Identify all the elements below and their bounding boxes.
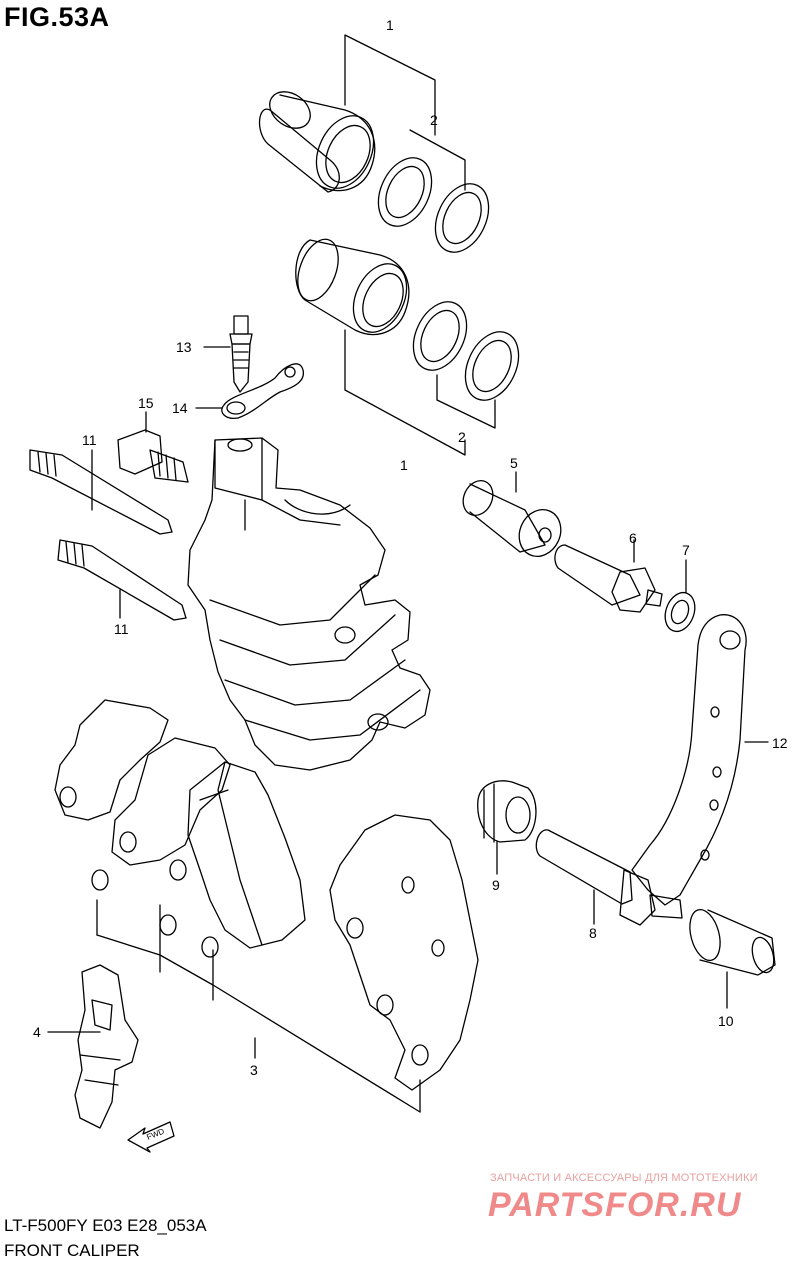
caliper-bracket — [631, 614, 747, 906]
callout-3: 3 — [250, 1062, 258, 1078]
caliper-pin-lower — [57, 539, 187, 621]
piston-upper — [258, 91, 376, 193]
callout-2-top: 2 — [430, 112, 438, 128]
fwd-arrow-icon — [127, 1121, 175, 1153]
callout-14: 14 — [172, 400, 188, 416]
bolt-6 — [554, 544, 663, 613]
seal-lower-2 — [464, 331, 520, 401]
callout-15: 15 — [138, 395, 154, 411]
brake-pad-back-plate-1 — [54, 699, 169, 821]
seal-upper-1 — [377, 157, 433, 227]
callout-5: 5 — [510, 455, 518, 471]
caliper-pin-upper — [29, 449, 173, 535]
callout-10: 10 — [718, 1013, 734, 1029]
callout-11-bottom: 11 — [114, 621, 129, 637]
rubber-boot — [477, 780, 537, 843]
callout-12: 12 — [772, 735, 788, 751]
caliper-body — [187, 437, 431, 771]
callout-1-top: 1 — [386, 17, 394, 33]
brake-pad-back-plate-2 — [91, 737, 231, 891]
callout-13: 13 — [176, 339, 192, 355]
bleeder-cap — [221, 363, 305, 419]
callout-8: 8 — [589, 925, 597, 941]
washer-7 — [664, 591, 696, 633]
callout-11-top: 11 — [82, 432, 97, 448]
model-code: LT-F500FY E03 E28_053A — [4, 1216, 207, 1235]
bracket-pin-8 — [535, 829, 683, 926]
bolt-15 — [117, 429, 189, 483]
pad-spring — [74, 964, 139, 1129]
brake-pad-2 — [329, 814, 479, 1091]
piston-lower — [295, 238, 410, 336]
spacer-5 — [462, 479, 562, 557]
watermark-tagline: ЗАПЧАСТИ И АКСЕССУАРЫ ДЛЯ МОТОТЕХНИКИ — [490, 1172, 758, 1184]
figure-name: FRONT CALIPER — [4, 1241, 140, 1260]
watermark-logo: PARTSFOR.RU — [488, 1186, 742, 1224]
callout-7: 7 — [682, 542, 690, 558]
seal-lower-1 — [412, 301, 468, 371]
callout-1-bottom: 1 — [400, 457, 408, 473]
callout-9: 9 — [492, 877, 500, 893]
callout-6: 6 — [629, 530, 637, 546]
seal-upper-2 — [434, 183, 490, 253]
callout-4: 4 — [33, 1024, 41, 1040]
brake-pad-1 — [159, 761, 306, 958]
figure-title: FIG.53A — [4, 2, 110, 32]
bracket-pin-10 — [689, 908, 776, 976]
callout-2-bottom: 2 — [458, 429, 466, 445]
bleeder-valve — [229, 315, 253, 393]
